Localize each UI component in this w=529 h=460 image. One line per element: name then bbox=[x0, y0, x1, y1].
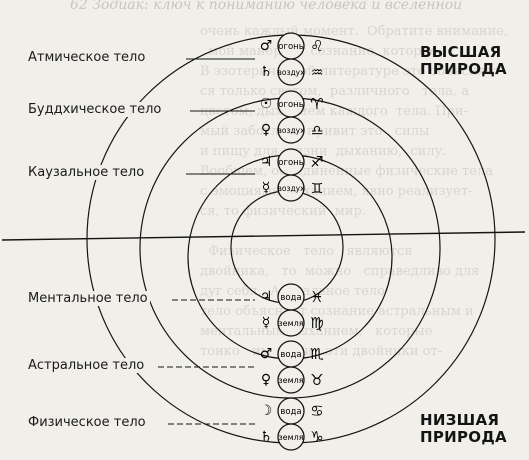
nature-divider bbox=[1, 231, 526, 241]
atmic-left-bottom-symbol: ♄ bbox=[260, 64, 273, 80]
atmic-bottom-circle bbox=[277, 58, 305, 86]
buddhic-left-top-symbol: ☉ bbox=[260, 96, 273, 112]
causal-right-top-symbol: ♐ bbox=[310, 153, 323, 171]
physical-pair: вода земля ☽ ♄ ♋ ♑ bbox=[260, 397, 324, 451]
lower-nature-line2: ПРИРОДА bbox=[420, 428, 507, 446]
physical-top-element: вода bbox=[280, 407, 301, 417]
atmic-bottom-element: воздух bbox=[277, 68, 305, 77]
mental-right-top-symbol: ♓ bbox=[310, 288, 323, 306]
label-atmic-body: Атмическое тело bbox=[26, 50, 148, 65]
page-header: 62 Зодиак: ключ к пониманию человека и в… bbox=[70, 0, 463, 13]
buddhic-pair: огонь воздух ☉ ♀ ♈ ♎ bbox=[260, 90, 324, 144]
mental-left-top-symbol: ♃ bbox=[260, 289, 273, 305]
buddhic-right-top-symbol: ♈ bbox=[310, 95, 323, 113]
lower-nature-line1: НИЗШАЯ bbox=[420, 411, 500, 429]
label-physical-body: Физическое тело bbox=[26, 415, 148, 430]
atmic-pair: огонь воздух ♂ ♄ ♌ ♒ bbox=[260, 32, 324, 86]
buddhic-left-bottom-symbol: ♀ bbox=[261, 122, 271, 138]
astral-left-bottom-symbol: ♀ bbox=[261, 372, 271, 388]
label-buddhic-body: Буддхическое тело bbox=[26, 102, 164, 117]
causal-bottom-circle bbox=[277, 174, 305, 202]
physical-right-bottom-symbol: ♑ bbox=[310, 428, 323, 446]
astral-top-element: вода bbox=[280, 350, 301, 360]
atmic-top-element: огонь bbox=[278, 42, 303, 52]
causal-pair: огонь воздух ♃ ☿ ♐ ♊ bbox=[260, 148, 324, 202]
atmic-left-top-symbol: ♂ bbox=[260, 38, 273, 54]
causal-top-element: огонь bbox=[278, 158, 303, 168]
leader-lines bbox=[158, 58, 255, 425]
astral-bottom-circle bbox=[277, 366, 305, 394]
astral-left-top-symbol: ♂ bbox=[260, 346, 273, 362]
buddhic-right-bottom-symbol: ♎ bbox=[311, 123, 324, 139]
higher-nature-label: ВЫСШАЯ ПРИРОДА bbox=[420, 44, 507, 78]
mental-bottom-circle bbox=[277, 309, 305, 337]
mental-pair: вода земля ♃ ☿ ♓ ♍ bbox=[260, 283, 324, 337]
causal-bottom-element: воздух bbox=[277, 184, 305, 193]
element-circles: огонь воздух ♂ ♄ ♌ ♒ огонь воздух ☉ ♀ ♈ … bbox=[260, 32, 324, 451]
buddhic-top-element: огонь bbox=[278, 100, 303, 110]
astral-pair: вода земля ♂ ♀ ♏ ♉ bbox=[260, 340, 324, 394]
mental-right-bottom-symbol: ♍ bbox=[310, 314, 323, 332]
label-astral-body: Астральное тело bbox=[26, 358, 147, 373]
mental-left-bottom-symbol: ☿ bbox=[262, 315, 271, 331]
physical-left-top-symbol: ☽ bbox=[260, 403, 273, 419]
atmic-right-top-symbol: ♌ bbox=[310, 37, 323, 55]
lower-nature-label: НИЗШАЯ ПРИРОДА bbox=[420, 412, 507, 446]
astral-right-top-symbol: ♏ bbox=[310, 345, 324, 363]
label-causal-body: Каузальное тело bbox=[26, 165, 147, 180]
causal-right-bottom-symbol: ♊ bbox=[311, 181, 324, 197]
causal-left-top-symbol: ♃ bbox=[260, 154, 273, 170]
astral-bottom-element: земля bbox=[278, 376, 303, 385]
label-mental-body: Ментальное тело bbox=[26, 291, 150, 306]
physical-bottom-element: земля bbox=[278, 433, 303, 442]
physical-bottom-circle bbox=[277, 423, 305, 451]
physical-right-top-symbol: ♋ bbox=[310, 402, 323, 420]
mental-top-element: вода bbox=[280, 293, 301, 303]
buddhic-bottom-element: воздух bbox=[277, 126, 305, 135]
atmic-right-bottom-symbol: ♒ bbox=[311, 65, 324, 81]
higher-nature-line1: ВЫСШАЯ bbox=[420, 43, 502, 61]
buddhic-bottom-circle bbox=[277, 116, 305, 144]
physical-left-bottom-symbol: ♄ bbox=[260, 429, 273, 445]
higher-nature-line2: ПРИРОДА bbox=[420, 60, 507, 78]
mental-bottom-element: земля bbox=[278, 319, 303, 328]
causal-left-bottom-symbol: ☿ bbox=[262, 180, 271, 196]
astral-right-bottom-symbol: ♉ bbox=[310, 371, 323, 389]
